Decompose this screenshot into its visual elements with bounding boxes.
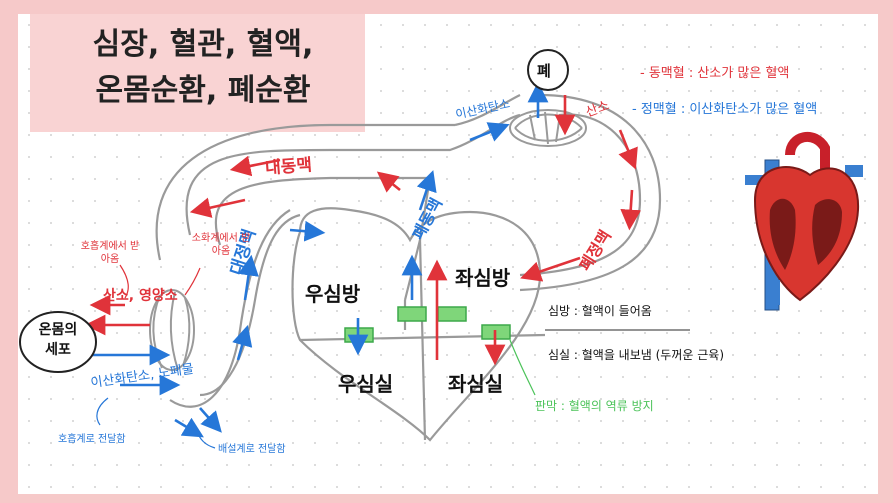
right-ventricle-label: 우심실 — [338, 372, 394, 396]
lung-capillaries — [509, 109, 587, 147]
atrium-note: 심방 : 혈액이 들어옴 — [548, 304, 652, 318]
vessel-outline — [155, 93, 662, 408]
legend-artery: - 동맥혈 : 산소가 많은 혈액 — [640, 66, 790, 81]
lung-node — [527, 49, 569, 91]
aorta-label: 대동맥 — [264, 155, 313, 179]
body-cells-label: 온몸의 세포 — [38, 322, 78, 358]
from-respiratory-label: 호흡계에서 받아옴 — [80, 241, 140, 265]
title-box — [30, 14, 365, 132]
title-line-2: 온몸순환, 폐순환 — [95, 73, 311, 108]
pointer-lines — [96, 397, 216, 449]
body-cells-node — [19, 311, 97, 373]
to-respiratory-label: 호흡계로 전달함 — [58, 434, 126, 445]
to-excretory-label: 배설계로 전달함 — [218, 444, 286, 455]
cell-o2-label: 산소, 영양소 — [103, 288, 178, 304]
legend-vein: - 정맥혈 : 이산화탄소가 많은 혈액 — [632, 102, 818, 117]
vein-arrows — [90, 81, 549, 438]
left-ventricle-label: 좌심실 — [448, 372, 504, 396]
artery-arrows — [84, 69, 642, 366]
title-line-1: 심장, 혈관, 혈액, — [92, 27, 314, 62]
left-atrium-label: 좌심방 — [455, 266, 511, 290]
lung-label: 폐 — [537, 62, 551, 80]
valve-note: 판막 : 혈액의 역류 방지 — [535, 399, 654, 413]
page-title: 심장, 혈관, 혈액, 온몸순환, 폐순환 — [48, 22, 358, 114]
right-atrium-label: 우심방 — [305, 282, 361, 306]
heart-illustration — [745, 131, 863, 311]
from-digestive-label: 소화계에서 받아옴 — [191, 233, 251, 257]
ventricle-note: 심실 : 혈액을 내보냄 (두꺼운 근육) — [548, 348, 724, 362]
